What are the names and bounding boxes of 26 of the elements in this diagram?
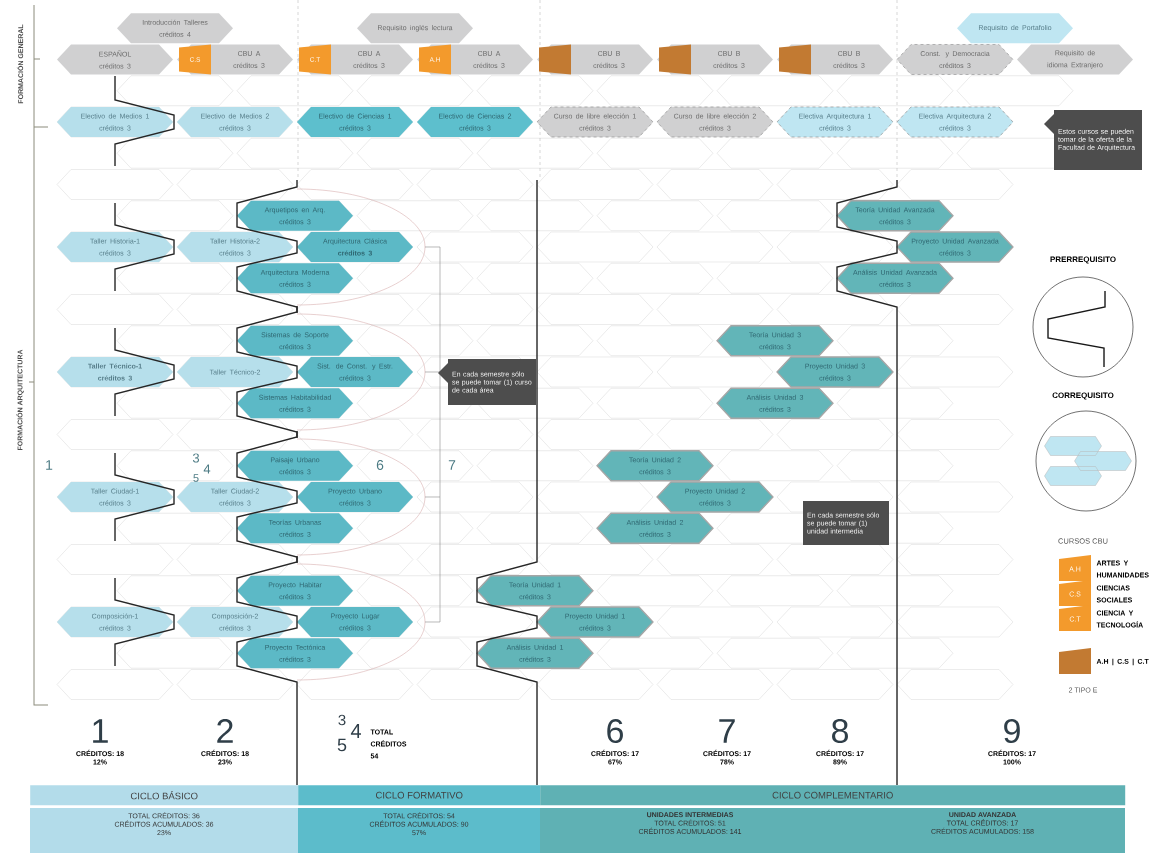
semester-number: 1 <box>46 460 53 470</box>
semester-number: 8 <box>832 718 848 744</box>
semester-number: 2 <box>217 719 233 743</box>
semester-number: 5 <box>337 738 347 752</box>
cycle-band: CICLO FORMATIVO <box>298 785 541 806</box>
semester-number: 3 <box>338 714 346 726</box>
semester-number: 7 <box>719 719 735 743</box>
legend-heading: CORREQUISITO <box>1052 392 1114 400</box>
course-tag <box>659 44 691 75</box>
semester-number: 9 <box>1004 718 1020 744</box>
cycle-band: CICLO COMPLEMENTARIO <box>540 785 1126 806</box>
cycle-band: CICLO BÁSICO <box>30 785 299 806</box>
semester-number: 6 <box>607 718 623 744</box>
semester-number: 4 <box>203 464 211 474</box>
course-tag <box>539 44 571 75</box>
node-label: CICLO BÁSICO <box>130 791 198 800</box>
node-label: CICLO FORMATIVO <box>375 791 463 799</box>
semester-number: 6 <box>376 460 384 470</box>
semester-number: 1 <box>93 719 108 743</box>
semester-number: 4 <box>350 724 361 738</box>
semester-number: 7 <box>448 460 456 470</box>
course-tag <box>779 44 811 75</box>
semester-number: 5 <box>193 474 199 482</box>
semester-number: 3 <box>192 453 200 463</box>
legend-heading: PRERREQUISITO <box>1050 256 1116 264</box>
node-label: CICLO COMPLEMENTARIO <box>772 791 893 799</box>
